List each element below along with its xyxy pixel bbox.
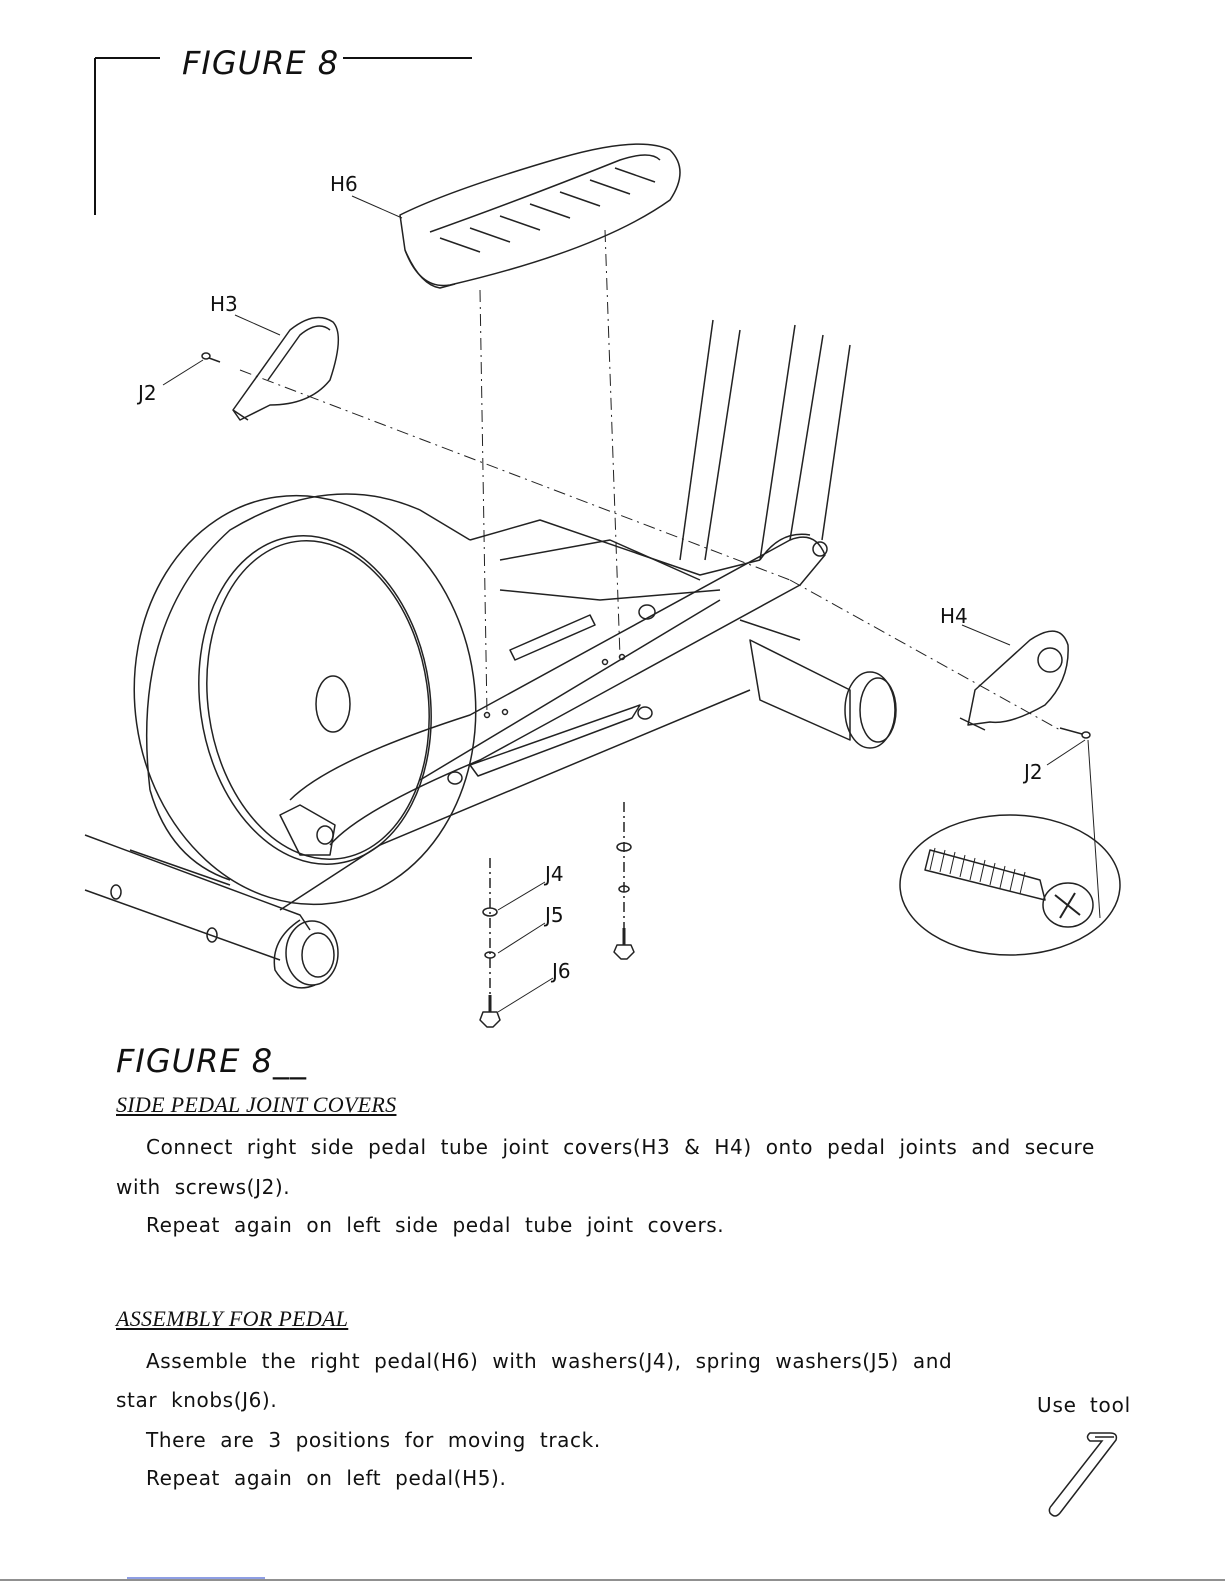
- pedal-h6: [399, 143, 681, 289]
- joint-cover-h3: [232, 316, 339, 421]
- hardware-stack-right: [613, 802, 635, 960]
- label-h6: H6: [330, 172, 358, 196]
- label-j2-left: J2: [138, 381, 157, 405]
- side-pedal-line1: Connect right side pedal tube joint cove…: [146, 1135, 1095, 1159]
- label-h3: H3: [210, 292, 238, 316]
- label-j2-right: J2: [1024, 760, 1043, 784]
- joint-cover-h4: [959, 630, 1069, 731]
- base-frame: [84, 689, 751, 989]
- frame: [469, 319, 851, 661]
- stabilizer-right: [739, 619, 897, 749]
- pedal-assembly-line2: star knobs(J6).: [116, 1388, 278, 1412]
- screw-j2-right: [1059, 727, 1091, 739]
- use-tool-label: Use tool: [1037, 1393, 1131, 1417]
- pedal-assembly-line1: Assemble the right pedal(H6) with washer…: [146, 1349, 953, 1373]
- label-j4: J4: [545, 862, 564, 886]
- instructions-figure-label: FIGURE 8__: [116, 1042, 308, 1080]
- screw-j2-left: [201, 352, 221, 363]
- hex-key-icon: [1048, 1432, 1118, 1517]
- exploded-diagram: [84, 143, 1121, 1028]
- flywheel: [133, 493, 477, 906]
- pedal-assembly-line3: There are 3 positions for moving track.: [146, 1428, 601, 1452]
- figure-title: FIGURE 8: [182, 44, 340, 82]
- label-h4: H4: [940, 604, 968, 628]
- label-j5: J5: [545, 903, 564, 927]
- side-pedal-heading: SIDE PEDAL JOINT COVERS: [116, 1092, 397, 1117]
- side-pedal-line3: Repeat again on left side pedal tube joi…: [146, 1213, 725, 1237]
- footer-rule: [0, 1577, 1225, 1581]
- hardware-stack-left: [479, 858, 501, 1028]
- pedal-arm: [279, 533, 828, 856]
- screw-magnifier: [899, 814, 1121, 956]
- side-pedal-line2: with screws(J2).: [116, 1175, 291, 1199]
- pedal-assembly-line4: Repeat again on left pedal(H5).: [146, 1466, 507, 1490]
- pedal-assembly-heading: ASSEMBLY FOR PEDAL: [116, 1306, 349, 1331]
- label-j6: J6: [552, 959, 571, 983]
